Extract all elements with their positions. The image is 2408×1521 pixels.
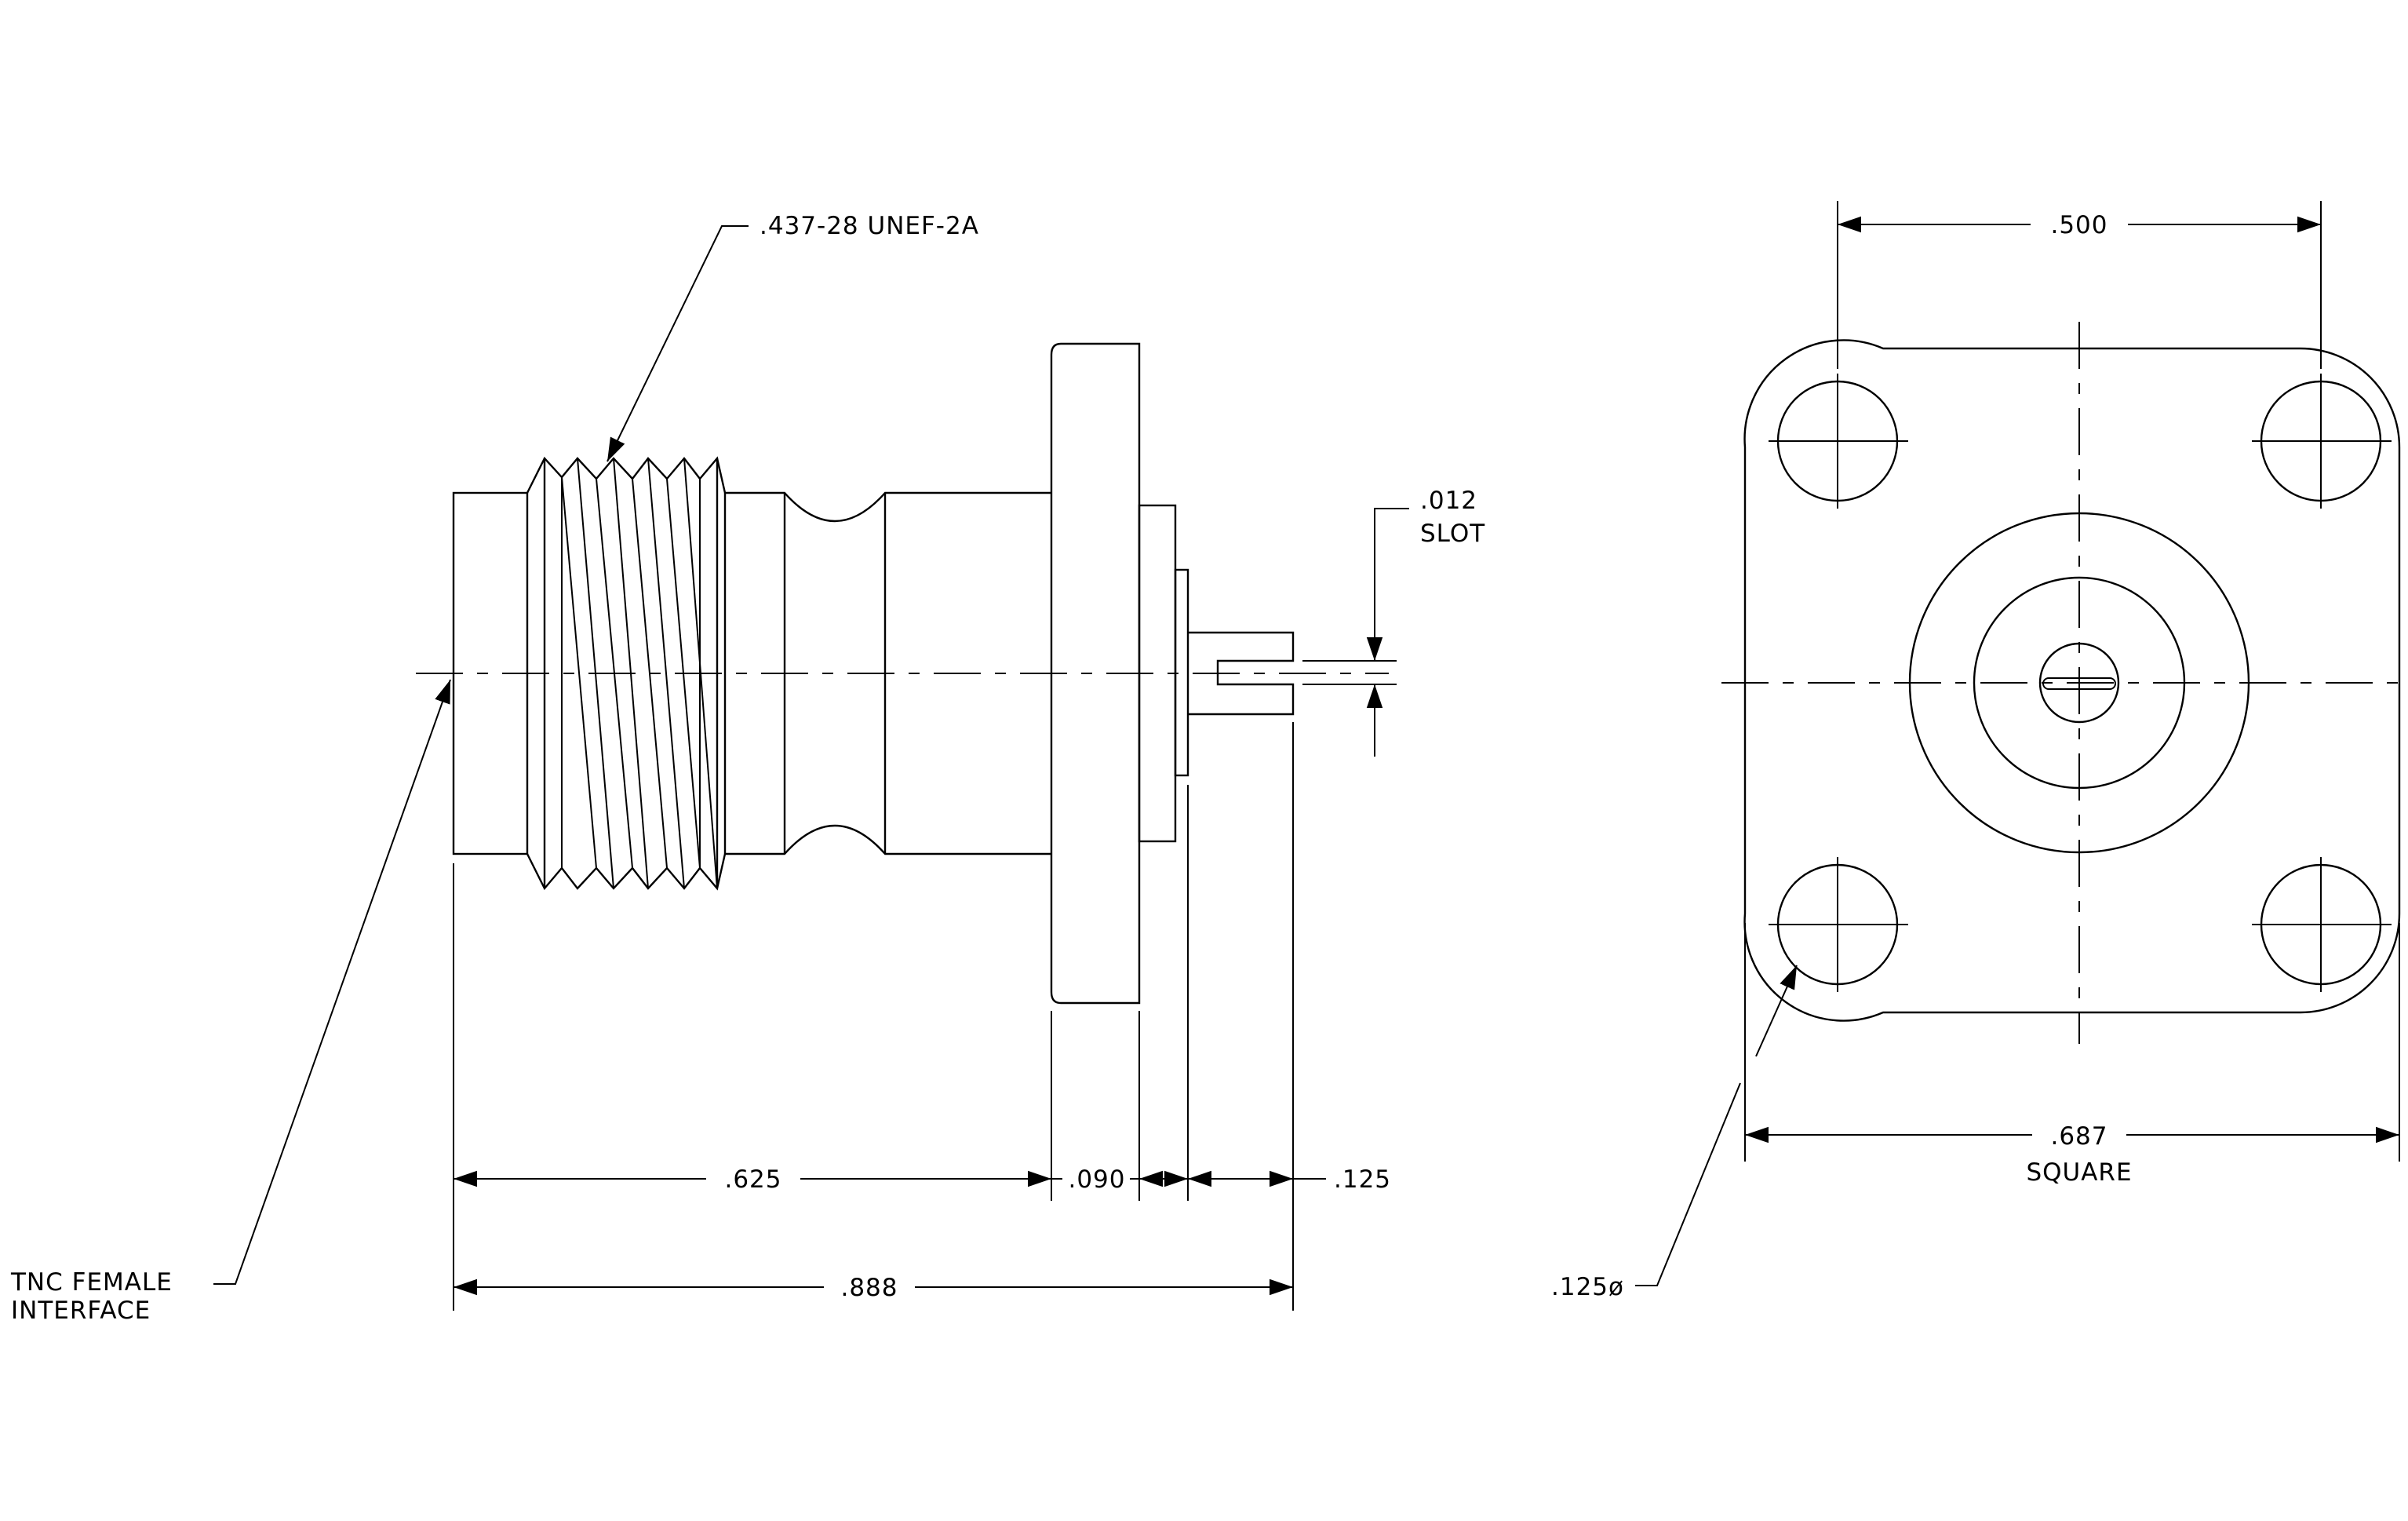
slot-callout: .012 SLOT <box>1366 487 1485 757</box>
dimension-hole-spacing-label: .500 <box>2050 211 2107 239</box>
mounting-hole-bottom-right <box>2252 857 2392 992</box>
flange-front-outline <box>1743 339 2401 1022</box>
slot-width-label: .012 <box>1420 487 1477 515</box>
threaded-section <box>526 456 727 891</box>
rear-insulator <box>1174 568 1189 777</box>
center-contact <box>2038 642 2120 724</box>
mounting-hole-bottom-left <box>1769 857 1908 992</box>
center-contact-slot <box>2042 677 2116 690</box>
dimension-flange-thickness-label: .090 <box>1068 1165 1125 1194</box>
flange-side <box>1050 342 1141 1005</box>
undercut-groove <box>723 491 1051 855</box>
hole-diameter-label: .125ø <box>1551 1273 1624 1301</box>
flange-shape-label: SQUARE <box>2026 1158 2132 1187</box>
dimension-body-length: .625 <box>454 1165 1051 1194</box>
dimension-terminal-length: .125 <box>1188 1165 1391 1194</box>
dimension-flange-size: .687 SQUARE <box>1745 1122 2399 1187</box>
interface-label-line1: TNC FEMALE <box>10 1268 173 1297</box>
solder-terminal <box>1188 631 1295 716</box>
interface-callout: TNC FEMALE INTERFACE <box>10 679 451 1325</box>
thread-note-label: .437-28 UNEF-2A <box>760 212 979 240</box>
interface-cylinder <box>452 491 529 855</box>
hole-diameter-callout: .125ø <box>1551 965 1798 1301</box>
dimension-flange-size-label: .687 <box>2050 1122 2107 1151</box>
front-view: .500 .687 SQUARE .125ø <box>1551 201 2408 1301</box>
side-extension-lines <box>453 660 1397 1311</box>
side-view: .625 .090 .125 .888 .012 SLOT <box>10 212 1485 1325</box>
dimension-terminal-length-label: .125 <box>1334 1165 1391 1194</box>
outer-body-circle <box>1908 512 2250 854</box>
dimension-hole-spacing: .500 <box>1838 211 2321 239</box>
slot-label: SLOT <box>1420 520 1485 548</box>
dimension-flange-thickness: .090 <box>1051 1160 1188 1194</box>
mounting-hole-top-right <box>2252 374 2392 509</box>
dimension-overall-length: .888 <box>454 1274 1293 1302</box>
mounting-hole-top-left <box>1769 374 1908 509</box>
interface-label-line2: INTERFACE <box>11 1297 151 1325</box>
insulator-circle <box>1973 576 2186 790</box>
dimension-overall-length-label: .888 <box>840 1274 898 1302</box>
thread-callout: .437-28 UNEF-2A <box>607 212 979 462</box>
dimension-body-length-label: .625 <box>724 1165 781 1194</box>
